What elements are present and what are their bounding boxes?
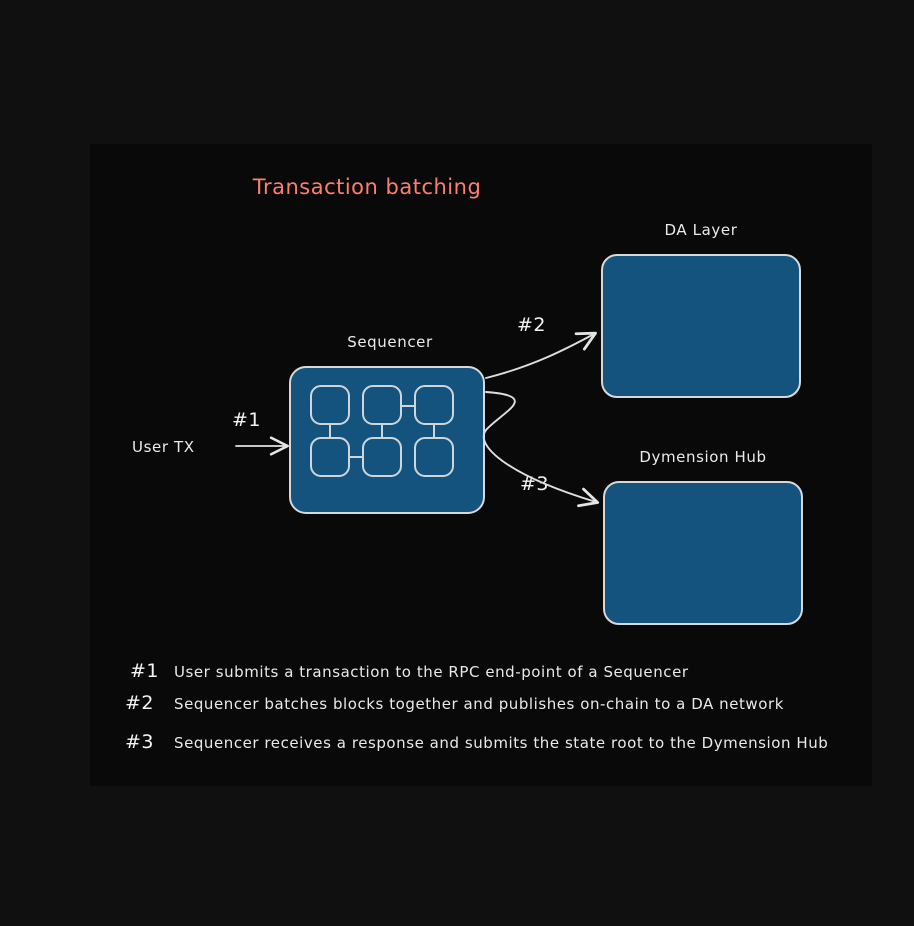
edge-sequencer-to-da: #2 bbox=[485, 314, 597, 379]
diagram-svg: Transaction batching DA Layer Dymension … bbox=[125, 175, 828, 753]
node-label-da-layer: DA Layer bbox=[665, 221, 738, 239]
edge-user-tx: User TX #1 bbox=[132, 409, 289, 456]
arrow-sequencer-to-hub bbox=[482, 391, 600, 508]
legend-text-1: User submits a transaction to the RPC en… bbox=[174, 663, 689, 681]
da-layer-box[interactable] bbox=[601, 254, 801, 398]
edge-marker-2: #2 bbox=[517, 314, 546, 336]
node-sequencer[interactable]: Sequencer bbox=[289, 333, 485, 514]
legend-text-2: Sequencer batches blocks together and pu… bbox=[174, 695, 784, 713]
legend-marker-2: #2 bbox=[125, 692, 154, 714]
node-da-layer[interactable]: DA Layer bbox=[601, 221, 801, 398]
edge-sequencer-to-hub: #3 bbox=[482, 391, 600, 508]
legend: #1 User submits a transaction to the RPC… bbox=[125, 660, 828, 753]
edge-source-label-user-tx: User TX bbox=[132, 438, 195, 456]
diagram-canvas: Transaction batching DA Layer Dymension … bbox=[90, 144, 872, 786]
page-title: Transaction batching bbox=[252, 175, 482, 199]
legend-marker-1: #1 bbox=[130, 660, 159, 682]
node-dymension-hub[interactable]: Dymension Hub bbox=[603, 448, 803, 625]
arrow-sequencer-to-da bbox=[485, 331, 597, 379]
edge-marker-1: #1 bbox=[232, 409, 261, 431]
node-label-dymension-hub: Dymension Hub bbox=[639, 448, 766, 466]
legend-row-2: #2 Sequencer batches blocks together and… bbox=[125, 692, 784, 714]
node-label-sequencer: Sequencer bbox=[347, 333, 433, 351]
legend-row-3: #3 Sequencer receives a response and sub… bbox=[125, 731, 828, 753]
sequencer-blocks bbox=[310, 385, 454, 477]
sequencer-box[interactable] bbox=[289, 366, 485, 514]
dymension-hub-box[interactable] bbox=[603, 481, 803, 625]
edge-marker-3: #3 bbox=[520, 473, 549, 495]
legend-marker-3: #3 bbox=[125, 731, 154, 753]
legend-text-3: Sequencer receives a response and submit… bbox=[174, 734, 828, 752]
legend-row-1: #1 User submits a transaction to the RPC… bbox=[130, 660, 689, 682]
